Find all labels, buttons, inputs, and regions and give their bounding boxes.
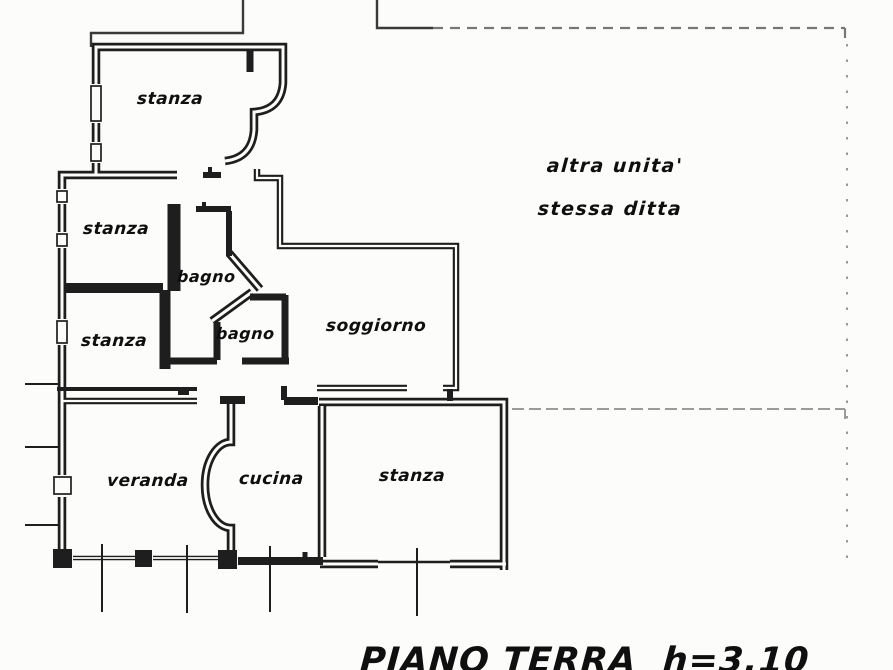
- annotation-altra-unita: altra unita': [545, 155, 685, 177]
- room-label-veranda: veranda: [106, 471, 190, 491]
- room-label-stanza-lower: stanza: [80, 331, 148, 351]
- plan-caption-title: PIANO TERRA: [358, 641, 639, 670]
- annotation-stessa-ditta: stessa ditta: [537, 198, 683, 220]
- dimension-ticks: [25, 383, 418, 616]
- room-label-soggiorno: soggiorno: [325, 316, 428, 336]
- windows: [52, 84, 450, 572]
- plan-caption: PIANO TERRA h=3.10: [359, 641, 811, 670]
- room-label-bagno-lower: bagno: [215, 324, 276, 343]
- soggiorno-door-opening: [407, 380, 443, 395]
- room-label-stanza-bottom: stanza: [378, 466, 446, 486]
- veranda-glazing: [53, 549, 237, 569]
- plan-caption-height: h=3.10: [661, 641, 811, 670]
- room-label-stanza-top: stanza: [136, 89, 204, 109]
- room-label-stanza-middle: stanza: [82, 219, 150, 239]
- room-label-cucina: cucina: [238, 469, 305, 489]
- room-label-bagno-upper: bagno: [176, 267, 237, 286]
- walls-solid: [57, 50, 453, 565]
- boundary-lines: [89, 0, 848, 560]
